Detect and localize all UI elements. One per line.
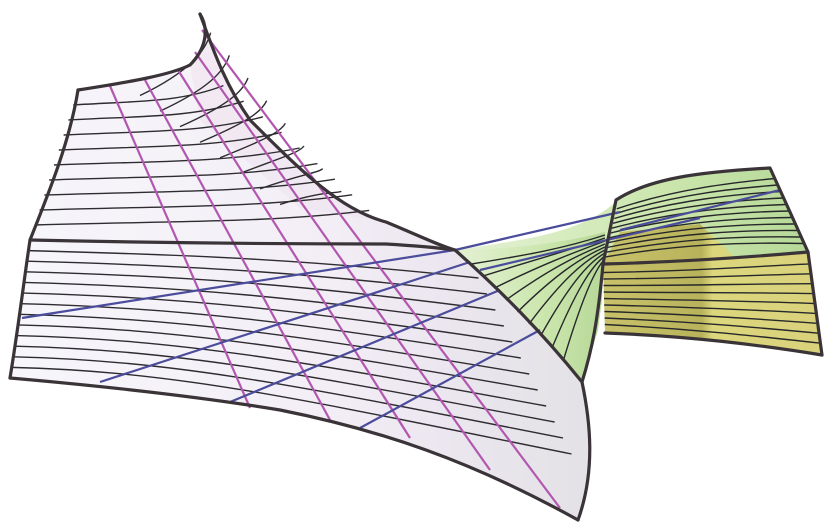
- middle-fold-edge: [28, 238, 584, 384]
- upper-contour-line: [39, 194, 353, 211]
- front-sheet-fill: [10, 14, 590, 520]
- right-wing-bottom-contour: [603, 297, 815, 305]
- lower-contour-line: [16, 334, 547, 407]
- lower-contour-line: [23, 281, 504, 327]
- blue-ruling-line: [359, 329, 541, 429]
- right-wing-contours: [603, 177, 820, 344]
- blue-ruling-line: [99, 260, 471, 384]
- right-wing-top-contour: [614, 190, 781, 220]
- green-contour-line: [528, 249, 606, 325]
- right-wing-top-contour: [605, 236, 801, 254]
- right-wing-bottom-contour: [604, 310, 818, 324]
- lower-contour-line: [13, 356, 564, 439]
- lower-contour-line: [17, 324, 538, 391]
- magenta-ruling-line: [194, 51, 491, 471]
- right-bottom-edge: [603, 331, 824, 357]
- magenta-ruling-line: [201, 29, 561, 509]
- magenta-ruling-line: [144, 79, 331, 421]
- green-contour-line: [494, 240, 606, 289]
- surface-edges: [8, 12, 824, 522]
- right-wing-top-contour: [611, 203, 787, 229]
- upper-contour-line: [53, 147, 300, 166]
- right-wing: [386, 168, 822, 355]
- lower-contour-line: [19, 313, 530, 375]
- cusp-contour-line: [179, 77, 249, 128]
- upper-contour-line: [49, 162, 318, 181]
- ruling-lines-family-b: [21, 188, 781, 429]
- green-contour-line: [517, 246, 606, 313]
- blue-ruling-line: [454, 210, 621, 252]
- lower-contour-line: [20, 302, 521, 359]
- green-contour-line: [482, 237, 606, 277]
- blue-ruling-line: [229, 288, 501, 404]
- right-wing-bottom-contour: [603, 273, 811, 280]
- right-wing-top: [455, 168, 808, 264]
- right-wing-bottom-contour: [603, 291, 814, 295]
- magenta-ruling-line: [108, 85, 252, 409]
- right-wing-top-contour: [604, 242, 804, 258]
- lower-contour-line: [14, 345, 555, 423]
- right-wing-top-contour: [616, 177, 775, 210]
- upper-contour-line: [73, 84, 224, 106]
- right-mid-edge: [601, 250, 810, 266]
- upper-contour-line: [34, 209, 370, 226]
- blue-ruling-line: [479, 216, 701, 272]
- right-wing-top-contour: [606, 229, 798, 249]
- green-contour-line: [539, 252, 606, 337]
- right-wing-top-contour: [612, 197, 784, 225]
- lower-contour-line: [26, 260, 488, 295]
- green-front-strip: [455, 232, 605, 382]
- right-wing-bottom-contour: [604, 304, 816, 315]
- cusp-ridge-edge: [198, 12, 457, 252]
- upper-contour-line: [68, 100, 244, 121]
- right-wing-bottom-contour: [603, 283, 812, 287]
- right-wing-top-contour: [610, 210, 790, 234]
- ruling-lines-family-a: [108, 29, 561, 509]
- upper-contour-line: [44, 178, 336, 196]
- right-wing-bottom-contour: [604, 317, 819, 334]
- blue-ruling-line: [619, 188, 781, 232]
- blue-ruling-line: [21, 248, 456, 320]
- right-wing-top-contour: [607, 223, 795, 244]
- upper-contour-line: [63, 116, 264, 136]
- front-sheet: [10, 14, 781, 520]
- bottom-edge: [8, 376, 580, 522]
- right-wing-bottom-contour: [604, 323, 820, 344]
- lower-contour-line: [22, 292, 513, 343]
- green-contour-line: [505, 243, 606, 301]
- green-contour-line: [471, 234, 606, 265]
- cusp-contour-line: [159, 55, 230, 112]
- green-contour-line: [551, 255, 606, 349]
- upper-contour-line: [58, 131, 282, 151]
- magenta-ruling-line: [177, 69, 411, 439]
- right-wing-bottom-contour: [603, 263, 810, 274]
- right-top-edge: [601, 166, 824, 357]
- right-wing-top-contour: [615, 184, 778, 215]
